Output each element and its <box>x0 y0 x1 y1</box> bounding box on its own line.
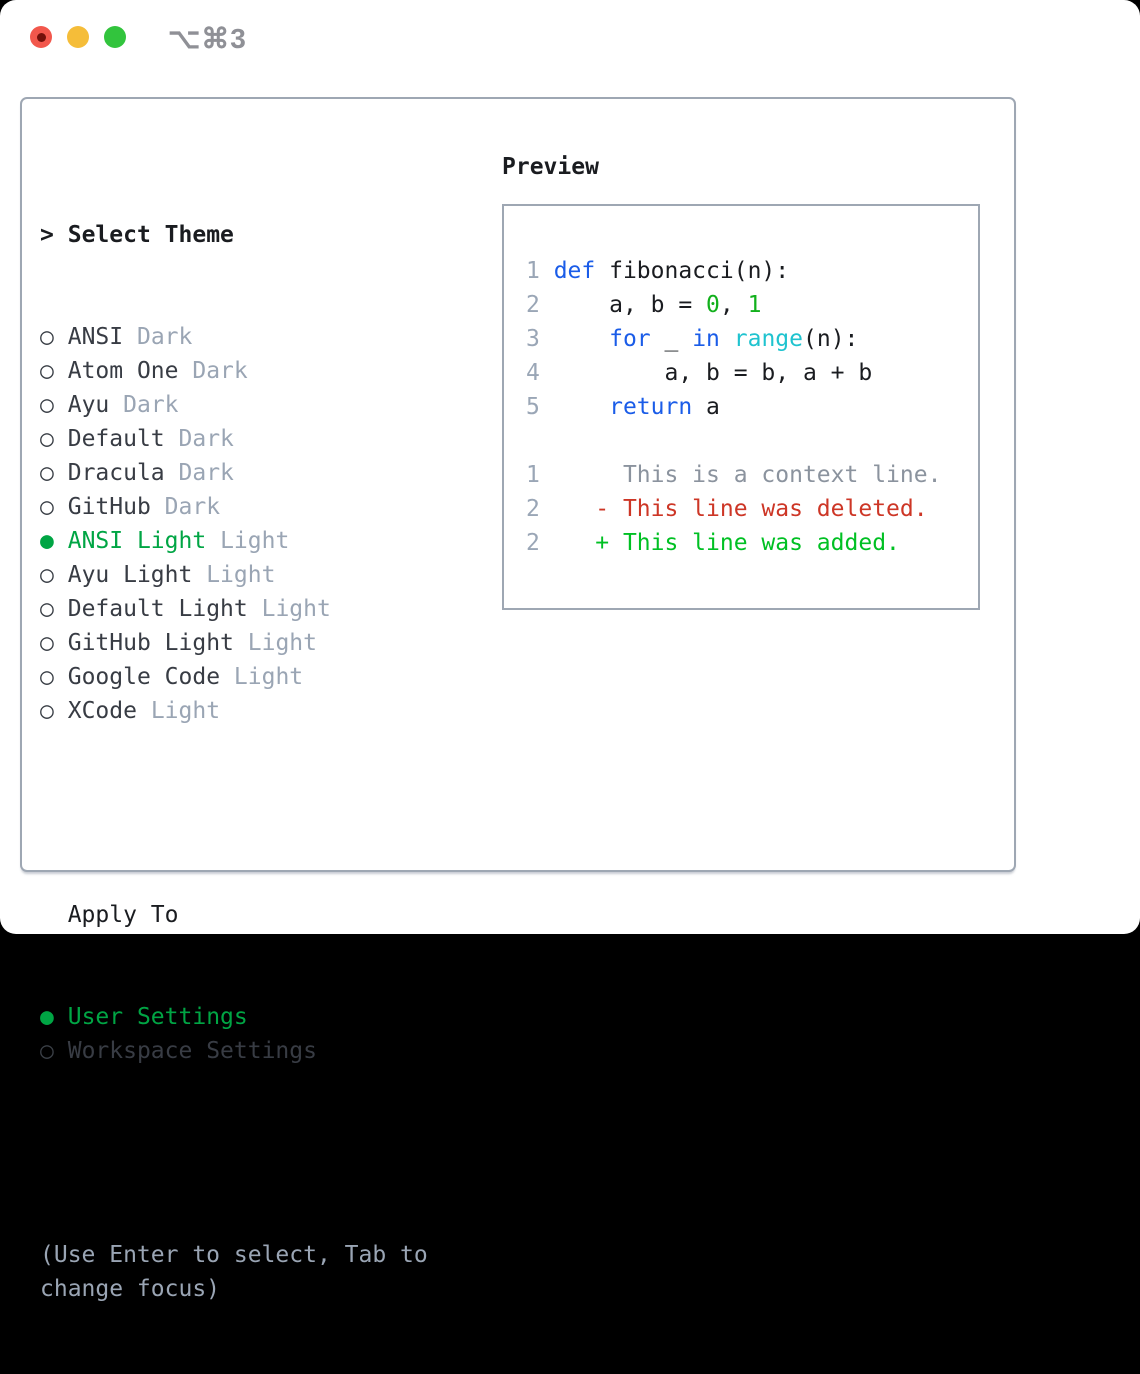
radio-icon: ○ <box>40 562 54 588</box>
unsaved-dot-icon <box>36 32 46 42</box>
zoom-button[interactable] <box>104 26 126 48</box>
radio-icon: ○ <box>40 698 54 724</box>
help-text: (Use Enter to select, Tab to change focu… <box>40 1242 442 1302</box>
option-variant: Light <box>220 528 290 554</box>
traffic-lights <box>30 26 126 48</box>
radio-icon: ○ <box>40 596 54 622</box>
radio-icon: ○ <box>40 392 54 418</box>
radio-icon: ○ <box>40 1038 54 1064</box>
option-label: XCode <box>67 698 137 724</box>
option-label: Ayu <box>67 392 110 418</box>
option-label: GitHub Light <box>67 630 234 656</box>
option-variant: Light <box>233 664 304 690</box>
select-theme-header: > Select Theme <box>40 222 234 248</box>
preview-box: 1 def fibonacci(n): 2 a, b = 0, 1 3 for … <box>502 204 980 610</box>
prompt-cursor-icon: > <box>40 222 54 248</box>
app-window: ⌥⌘3 > Select Theme ○ ANSI Dark○ Atom One… <box>0 0 1140 1302</box>
option-variant: Dark <box>136 324 193 350</box>
radio-icon: ○ <box>40 630 54 656</box>
radio-icon: ○ <box>40 664 54 690</box>
option-variant: Dark <box>123 392 179 418</box>
theme-option[interactable]: ○ Google Code Light <box>40 660 502 694</box>
minimize-button[interactable] <box>67 26 89 48</box>
theme-list-column: > Select Theme ○ ANSI Dark○ Atom One Dar… <box>40 150 502 1302</box>
radio-icon: ○ <box>40 494 54 520</box>
apply-to-option[interactable]: ● User Settings <box>40 1000 502 1034</box>
theme-option[interactable]: ○ XCode Light <box>40 694 502 728</box>
option-label: GitHub <box>67 494 151 520</box>
radio-icon: ● <box>40 528 54 554</box>
option-label: Ayu Light <box>67 562 193 588</box>
theme-option[interactable]: ○ GitHub Dark <box>40 490 502 524</box>
apply-to-option-list: ● User Settings○ Workspace Settings <box>40 1000 502 1068</box>
theme-option[interactable]: ○ ANSI Dark <box>40 320 502 354</box>
option-label: Default Light <box>67 596 248 622</box>
radio-icon: ○ <box>40 358 54 384</box>
spacer <box>40 796 502 830</box>
theme-picker-panel: > Select Theme ○ ANSI Dark○ Atom One Dar… <box>20 97 1016 1302</box>
apply-to-header: Apply To <box>67 902 179 928</box>
apply-to-option[interactable]: ○ Workspace Settings <box>40 1034 502 1068</box>
option-label: Dracula <box>67 460 165 486</box>
preview-header: Preview <box>502 154 599 180</box>
theme-option[interactable]: ○ Default Dark <box>40 422 502 456</box>
option-variant: Dark <box>164 494 221 520</box>
option-label: User Settings <box>67 1004 248 1030</box>
radio-icon: ○ <box>40 426 54 452</box>
radio-icon: ● <box>40 1004 54 1030</box>
titlebar: ⌥⌘3 <box>0 0 1140 72</box>
window-title: ⌥⌘3 <box>168 23 247 54</box>
close-button[interactable] <box>30 26 52 48</box>
option-variant: Light <box>247 630 317 656</box>
theme-option[interactable]: ○ Ayu Light Light <box>40 558 502 592</box>
option-variant: Light <box>206 562 276 588</box>
option-variant: Light <box>150 698 221 724</box>
preview-column: Preview 1 def fibonacci(n): 2 a, b = 0, … <box>502 150 986 870</box>
theme-option[interactable]: ○ Default Light Light <box>40 592 502 626</box>
theme-option-list: ○ ANSI Dark○ Atom One Dark○ Ayu Dark○ De… <box>40 320 502 728</box>
theme-option[interactable]: ○ Atom One Dark <box>40 354 502 388</box>
option-label: Atom One <box>67 358 179 384</box>
theme-option[interactable]: ○ GitHub Light Light <box>40 626 502 660</box>
theme-option[interactable]: ○ Dracula Dark <box>40 456 502 490</box>
radio-icon: ○ <box>40 324 54 350</box>
option-variant: Light <box>261 596 331 622</box>
option-label: Google Code <box>67 664 221 690</box>
option-variant: Dark <box>178 426 234 452</box>
spacer <box>40 1136 502 1170</box>
option-label: Default <box>67 426 165 452</box>
option-variant: Dark <box>178 460 234 486</box>
code-preview: 1 def fibonacci(n): 2 a, b = 0, 1 3 for … <box>526 258 942 556</box>
theme-option[interactable]: ○ Ayu Dark <box>40 388 502 422</box>
radio-icon: ○ <box>40 460 54 486</box>
theme-option[interactable]: ● ANSI Light Light <box>40 524 502 558</box>
option-label: ANSI <box>67 324 124 350</box>
option-label: Workspace Settings <box>67 1038 317 1064</box>
option-label: ANSI Light <box>67 528 207 554</box>
option-variant: Dark <box>192 358 248 384</box>
